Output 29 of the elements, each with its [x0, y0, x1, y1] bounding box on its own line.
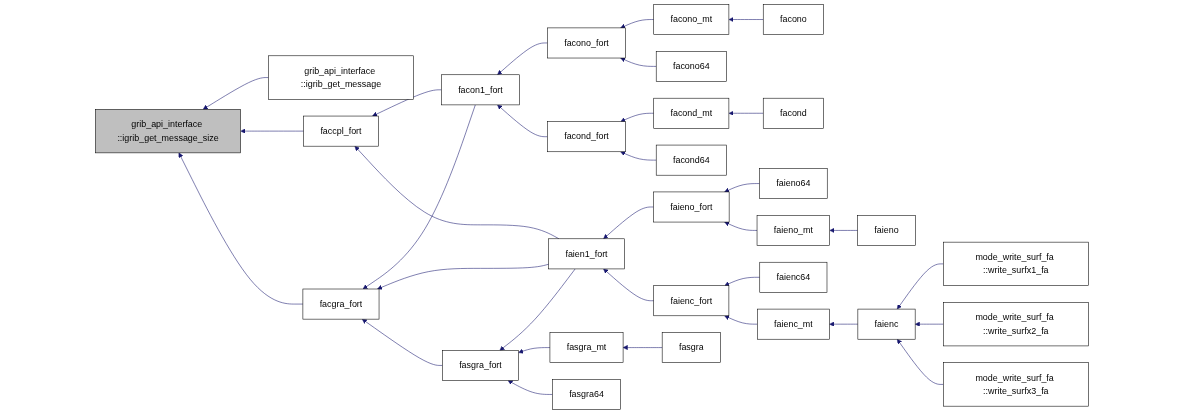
node-box: faienc64	[759, 261, 828, 293]
node-box: facono64	[656, 51, 727, 82]
node-box: faienc_fort	[653, 285, 730, 317]
node-box: mode_write_surf_fa ::write_surfx3_fa	[943, 362, 1089, 407]
node-box: faieno	[857, 215, 916, 246]
node-box: facono_mt	[653, 4, 730, 35]
node-box: faienc	[857, 308, 916, 340]
node-box: facond_mt	[653, 97, 730, 129]
node-box: grib_api_interface ::igrib_get_message	[268, 55, 414, 100]
node-box: faccpl_fort	[303, 115, 379, 147]
node-box: faienc_mt	[757, 308, 830, 340]
node-box: fasgra64	[552, 379, 621, 410]
node-box: mode_write_surf_fa ::write_surfx2_fa	[943, 302, 1089, 347]
node-box: facono_fort	[547, 27, 626, 59]
node-box: faieno_mt	[756, 215, 831, 246]
node-box: facond64	[656, 144, 727, 176]
node-box: facono	[763, 4, 824, 35]
node-box: fasgra_fort	[442, 350, 519, 381]
node-box: facon1_fort	[441, 74, 520, 106]
node-box: fasgra	[661, 332, 721, 363]
node-box: faieno64	[759, 168, 828, 199]
node-box: facgra_fort	[302, 288, 380, 320]
node-box: mode_write_surf_fa ::write_surfx1_fa	[943, 241, 1089, 286]
node-box: faieno_fort	[653, 191, 730, 223]
node-box: faien1_fort	[548, 238, 625, 270]
node-box: fasgra_mt	[549, 332, 624, 363]
node-box: grib_api_interface ::igrib_get_message_size	[95, 109, 241, 154]
node-box: facond	[763, 97, 824, 129]
node-box: facond_fort	[547, 121, 626, 153]
